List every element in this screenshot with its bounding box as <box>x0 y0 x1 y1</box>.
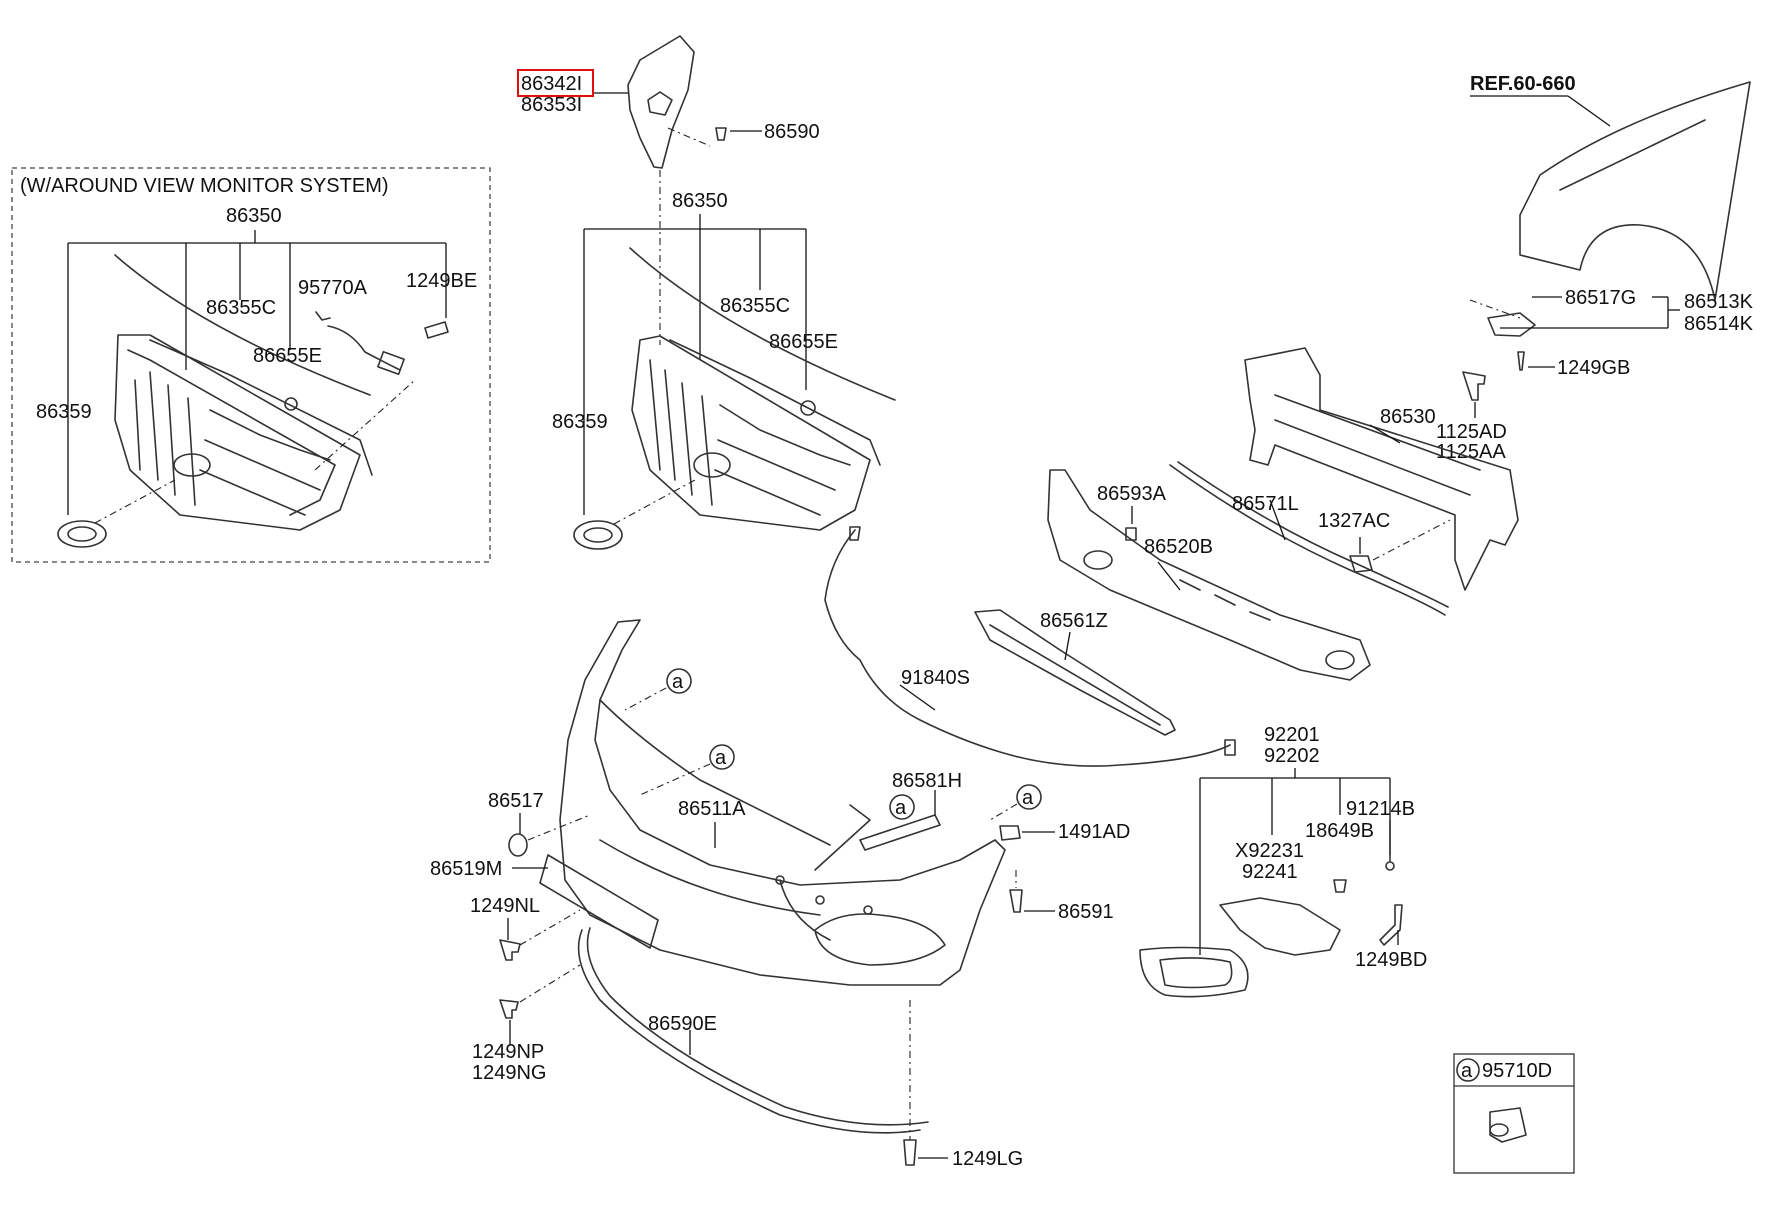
label-18649B: 18649B <box>1305 820 1374 842</box>
part-absorber-86520B <box>1047 469 1371 681</box>
inset-label-86350: 86350 <box>226 205 282 227</box>
label-86517: 86517 <box>488 790 544 812</box>
inset-grille-assembly <box>57 254 449 548</box>
part-lower-grille-86561Z <box>974 609 1176 736</box>
label-1249NP: 1249NP <box>472 1041 544 1063</box>
label-92241: 92241 <box>1242 861 1298 883</box>
part-bracket-86581H <box>859 814 941 851</box>
marker-a-1: a <box>624 668 692 711</box>
label-86511A: 86511A <box>678 798 746 820</box>
label-1125AA: 1125AA <box>1436 441 1506 463</box>
label-92201: 92201 <box>1264 724 1320 746</box>
label-main-86359: 86359 <box>552 411 608 433</box>
label-95710D: 95710D <box>1482 1060 1552 1082</box>
inset-label-95770A: 95770A <box>298 277 368 299</box>
part-foglamp <box>1139 946 1249 998</box>
inset-title: (W/AROUND VIEW MONITOR SYSTEM) <box>20 175 389 197</box>
inset-label-86359: 86359 <box>36 401 92 423</box>
label-86571L: 86571L <box>1232 493 1299 515</box>
main-bracket <box>583 214 807 515</box>
label-1327AC: 1327AC <box>1318 510 1390 532</box>
part-foglamp-bracket <box>1219 897 1341 956</box>
part-fender <box>1519 81 1751 301</box>
inset-box <box>11 167 491 563</box>
inset-bracket <box>67 230 447 515</box>
svg-text:a: a <box>715 747 727 769</box>
part-bumper-beam <box>1244 347 1519 591</box>
main-grille-assembly <box>573 247 896 550</box>
part-plate-86519M <box>539 854 659 949</box>
foglamp-bracket <box>1199 768 1391 955</box>
part-wiring-harness-91840S <box>824 529 1231 767</box>
svg-text:a: a <box>672 671 684 693</box>
marker-a-3: a <box>889 794 915 820</box>
label-86353I: 86353I <box>521 94 582 116</box>
part-bumper-cover <box>559 619 1006 986</box>
label-main-86655E: 86655E <box>769 331 838 353</box>
label-86590: 86590 <box>764 121 820 143</box>
label-1249GB: 1249GB <box>1557 357 1630 379</box>
svg-text:a: a <box>895 797 907 819</box>
marker-a-2: a <box>639 744 735 796</box>
label-86517G: 86517G <box>1565 287 1636 309</box>
label-86342I: 86342I <box>521 73 582 95</box>
inset-label-86655E: 86655E <box>253 345 322 367</box>
label-86530: 86530 <box>1380 406 1436 428</box>
inset-label-1249BE: 1249BE <box>406 270 477 292</box>
label-main-86355C: 86355C <box>720 295 790 317</box>
label-91214B: 91214B <box>1346 798 1415 820</box>
label-1249NG: 1249NG <box>472 1062 547 1084</box>
label-86581H: 86581H <box>892 770 962 792</box>
label-1249BD: 1249BD <box>1355 949 1427 971</box>
label-92202: 92202 <box>1264 745 1320 767</box>
label-1491AD: 1491AD <box>1058 821 1130 843</box>
part-bracket-86342I <box>627 35 695 169</box>
label-1125AD: 1125AD <box>1436 421 1507 443</box>
label-86561Z: 86561Z <box>1040 610 1108 632</box>
label-1249LG: 1249LG <box>952 1148 1023 1170</box>
highlight-box-86342I <box>517 69 594 97</box>
label-86590E: 86590E <box>648 1013 717 1035</box>
label-1249NL: 1249NL <box>470 895 540 917</box>
label-86513K: 86513K <box>1684 291 1754 313</box>
label-86520B: 86520B <box>1144 536 1213 558</box>
label-91840S: 91840S <box>901 667 970 689</box>
svg-text:a: a <box>1022 787 1034 809</box>
inset-label-86355C: 86355C <box>206 297 276 319</box>
label-main-86350: 86350 <box>672 190 728 212</box>
marker-a-4: a <box>989 784 1042 821</box>
label-86591: 86591 <box>1058 901 1114 923</box>
label-86593A: 86593A <box>1097 483 1167 505</box>
label-86519M: 86519M <box>430 858 502 880</box>
label-86514K: 86514K <box>1684 313 1754 335</box>
sensor-box-95710D <box>1453 1053 1575 1174</box>
label-X92231: X92231 <box>1235 840 1304 862</box>
part-fender-bracket <box>1487 312 1536 337</box>
part-strip-86590E <box>577 929 921 1134</box>
part-strip-86571L <box>1169 464 1446 616</box>
label-ref: REF.60-660 <box>1470 73 1576 95</box>
sensor-box-marker-a: a <box>1461 1060 1473 1082</box>
